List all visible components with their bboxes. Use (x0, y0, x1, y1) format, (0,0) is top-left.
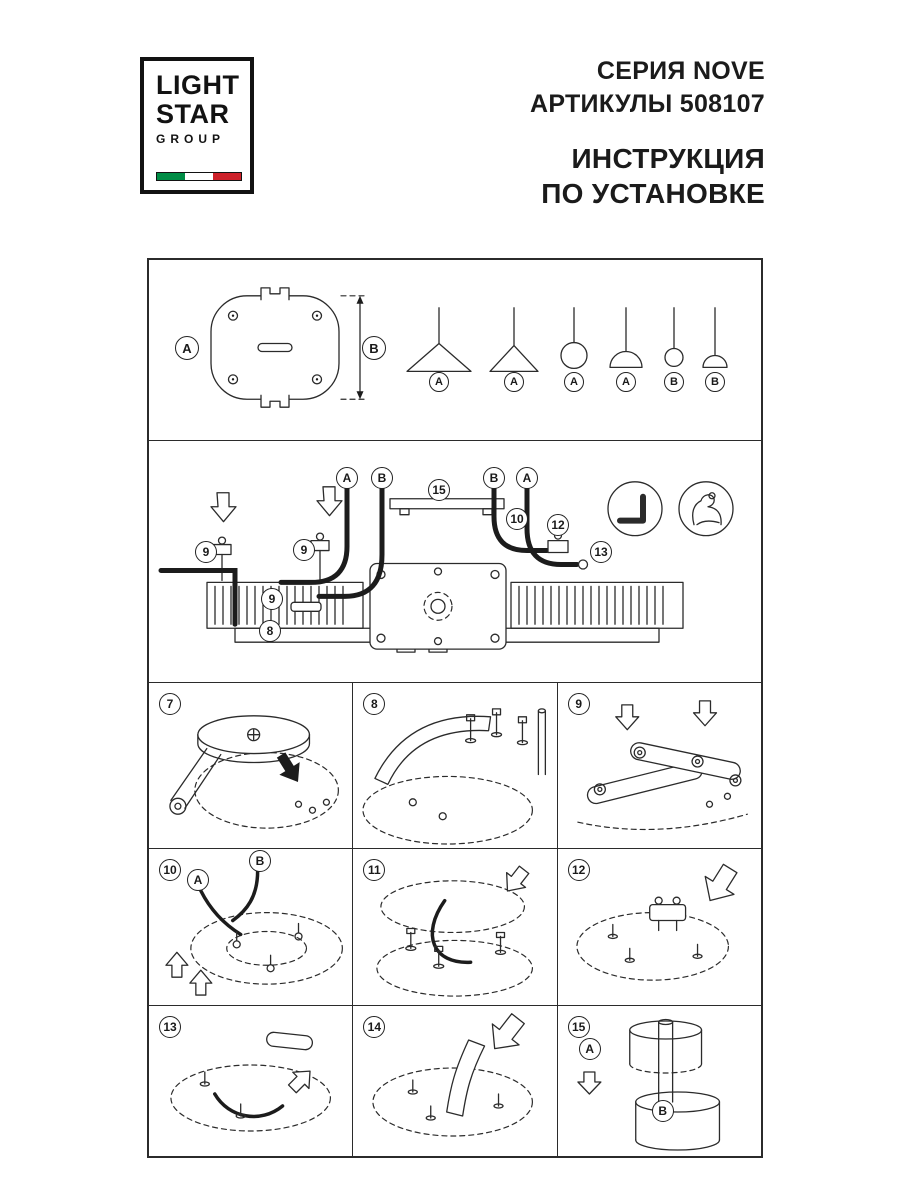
article-number: АРТИКУЛЫ 508107 (529, 89, 765, 118)
callout-8: 8 (259, 620, 281, 642)
up-right-arrow-icon (287, 1070, 311, 1094)
muscle-icon (678, 481, 734, 537)
callout-9-left1: 9 (195, 541, 217, 563)
shade-label-4: A (616, 372, 636, 392)
step-number: 7 (159, 693, 181, 715)
step14-drawing (372, 1013, 534, 1137)
step-number: 9 (567, 693, 590, 715)
logo-word-star: STAR (156, 98, 230, 129)
callout-15: 15 (428, 479, 450, 501)
down-arrow-icon (506, 865, 530, 892)
mounting-plate-drawing (210, 287, 366, 408)
callout-10: 10 (506, 508, 528, 530)
step-8-panel: 8 (353, 683, 558, 848)
series-title: СЕРИЯ NOVE (596, 57, 765, 85)
shade-label-2: A (504, 372, 524, 392)
step-number: 14 (363, 1016, 386, 1038)
overview-panel: A B A A A A B B (149, 260, 761, 441)
step-10-panel: 10 B A (149, 849, 354, 1005)
up-arrow-icon (165, 951, 213, 996)
down-arrow-icon (210, 492, 237, 523)
step9-drawing (576, 700, 748, 831)
step-15-panel: 15 A B (558, 1006, 761, 1156)
instruction-frame: A B A A A A B B (147, 258, 763, 1158)
wiring-panel: A B B A 15 10 12 13 9 9 9 8 (149, 441, 761, 683)
logo-word-group: GROUP (156, 132, 226, 147)
step-number: 13 (159, 1016, 181, 1038)
cable-label-a-right: A (516, 467, 538, 489)
logo-word-light: LIGHT (156, 70, 240, 100)
step-number: 15 (567, 1016, 590, 1038)
shade-label-1: A (429, 372, 449, 392)
instruction-title-line1: ИНСТРУКЦИЯ (571, 143, 765, 174)
steps-row-3: 13 14 (149, 1006, 761, 1156)
step10-label-a: A (187, 869, 209, 891)
callout-9-arm: 9 (261, 588, 283, 610)
step10-drawing (165, 869, 343, 996)
steps-row-2: 10 B A 11 (149, 849, 761, 1006)
flag-green-segment (157, 173, 185, 180)
step15-label-b: B (651, 1100, 674, 1122)
down-arrow-icon (704, 863, 738, 902)
step-number: 8 (363, 693, 386, 715)
dimension-label-a: A (175, 336, 199, 360)
cable-label-a-left: A (336, 467, 358, 489)
down-arrow-icon (576, 1071, 602, 1095)
cables-drawing (158, 486, 589, 627)
step15-label-a: A (578, 1038, 601, 1060)
step12-drawing (575, 863, 738, 981)
italian-flag-stripe (156, 172, 242, 181)
shade-label-3: A (564, 372, 584, 392)
wiring-drawing (158, 481, 734, 653)
center-plate-drawing (369, 562, 507, 650)
step-number: 11 (363, 859, 386, 881)
step-number: 12 (567, 859, 590, 881)
dimension-label-b: B (362, 336, 386, 360)
flag-white-segment (185, 173, 213, 180)
callout-12: 12 (547, 514, 569, 536)
step-13-panel: 13 (149, 1006, 354, 1156)
step-9-panel: 9 (558, 683, 761, 848)
down-arrow-icon (614, 700, 717, 731)
shade-types-drawing (406, 307, 728, 373)
rail-drawing (389, 498, 505, 516)
step13-drawing (170, 1031, 331, 1132)
step10-label-b: B (249, 850, 271, 872)
callout-9-left2: 9 (293, 539, 315, 561)
cable-label-b-right: B (483, 467, 505, 489)
step11-drawing (376, 865, 534, 997)
header-text: СЕРИЯ NOVE АРТИКУЛЫ 508107 ИНСТРУКЦИЯ ПО… (530, 55, 765, 211)
terminal-fittings-drawing (212, 532, 330, 612)
down-arrow-icon (492, 1013, 526, 1050)
overview-drawing (210, 287, 728, 408)
lightstar-logo: LIGHT STAR GROUP (140, 57, 254, 194)
steps-row-1: 7 8 (149, 683, 761, 849)
step-11-panel: 11 (353, 849, 558, 1005)
step15-drawing (576, 1018, 720, 1151)
step-14-panel: 14 (353, 1006, 558, 1156)
step-7-panel: 7 (149, 683, 354, 848)
step-number: 10 (159, 859, 181, 881)
flag-red-segment (213, 173, 241, 180)
shade-label-5: B (664, 372, 684, 392)
cable-label-b-left: B (371, 467, 393, 489)
shade-label-6: B (705, 372, 725, 392)
step-12-panel: 12 (558, 849, 761, 1005)
instruction-title-line2: ПО УСТАНОВКЕ (541, 178, 765, 209)
step7-drawing (169, 715, 339, 829)
down-arrow-icon (316, 486, 343, 517)
step8-drawing (362, 708, 547, 845)
callout-13: 13 (590, 541, 612, 563)
allen-key-icon (607, 481, 663, 537)
